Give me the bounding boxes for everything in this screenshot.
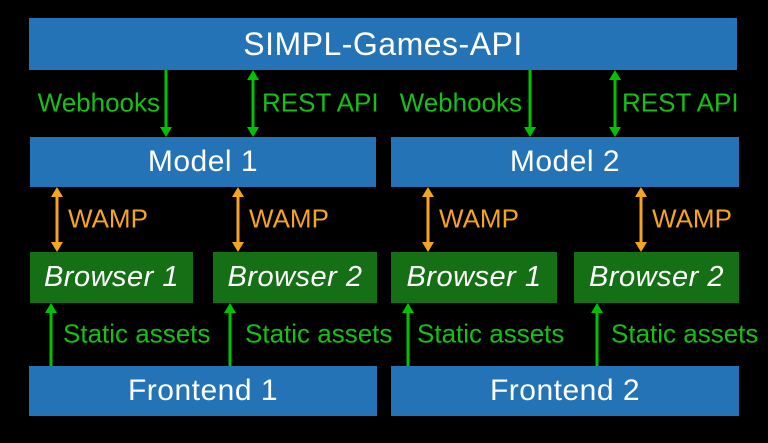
static-assets-arrow-1	[45, 303, 57, 366]
wamp-arrow-2	[232, 187, 244, 252]
wamp-arrow-1	[51, 187, 63, 252]
browser-1-left-node: Browser 1	[30, 252, 193, 303]
browser-1-right-node: Browser 1	[391, 252, 557, 303]
browser-1-right-node-label: Browser 1	[406, 261, 542, 293]
wamp-label-1: WAMP	[68, 203, 148, 234]
model-1-node-label: Model 1	[147, 145, 259, 178]
model-1-node: Model 1	[30, 137, 376, 187]
frontend-2-node: Frontend 2	[391, 366, 739, 416]
frontend-1-node-label: Frontend 1	[127, 374, 279, 407]
webhooks-label-right: Webhooks	[399, 87, 522, 118]
wamp-label-4: WAMP	[652, 203, 732, 234]
browser-2-right-node-label: Browser 2	[588, 261, 725, 293]
webhooks-arrow-right	[524, 70, 536, 137]
static-assets-arrow-4	[591, 303, 603, 366]
webhooks-arrow-left	[160, 70, 172, 137]
static-assets-arrow-3	[402, 303, 414, 366]
browser-2-left-node: Browser 2	[213, 252, 377, 303]
frontend-1-node: Frontend 1	[29, 366, 377, 416]
wamp-label-2: WAMP	[249, 203, 329, 234]
rest-api-label-right: REST API	[622, 87, 739, 118]
frontend-2-node-label: Frontend 2	[489, 374, 641, 407]
browser-2-right-node: Browser 2	[574, 252, 739, 303]
static-assets-arrow-2	[224, 303, 236, 366]
api-node: SIMPL-Games-API	[29, 18, 737, 70]
wamp-arrow-4	[635, 187, 647, 252]
model-2-node-label: Model 2	[509, 145, 621, 178]
static-assets-label-2: Static assets	[245, 318, 393, 349]
static-assets-label-3: Static assets	[417, 318, 565, 349]
rest-api-arrow-left	[247, 70, 259, 137]
static-assets-label-4: Static assets	[611, 318, 759, 349]
wamp-arrow-3	[422, 187, 434, 252]
model-2-node: Model 2	[391, 137, 739, 187]
api-node-label: SIMPL-Games-API	[243, 25, 523, 62]
rest-api-label-left: REST API	[262, 87, 379, 118]
browser-1-left-node-label: Browser 1	[43, 261, 180, 293]
rest-api-arrow-right	[609, 70, 621, 137]
browser-2-left-node-label: Browser 2	[227, 261, 363, 293]
static-assets-label-1: Static assets	[63, 318, 211, 349]
wamp-label-3: WAMP	[439, 203, 519, 234]
webhooks-label-left: Webhooks	[37, 87, 160, 118]
